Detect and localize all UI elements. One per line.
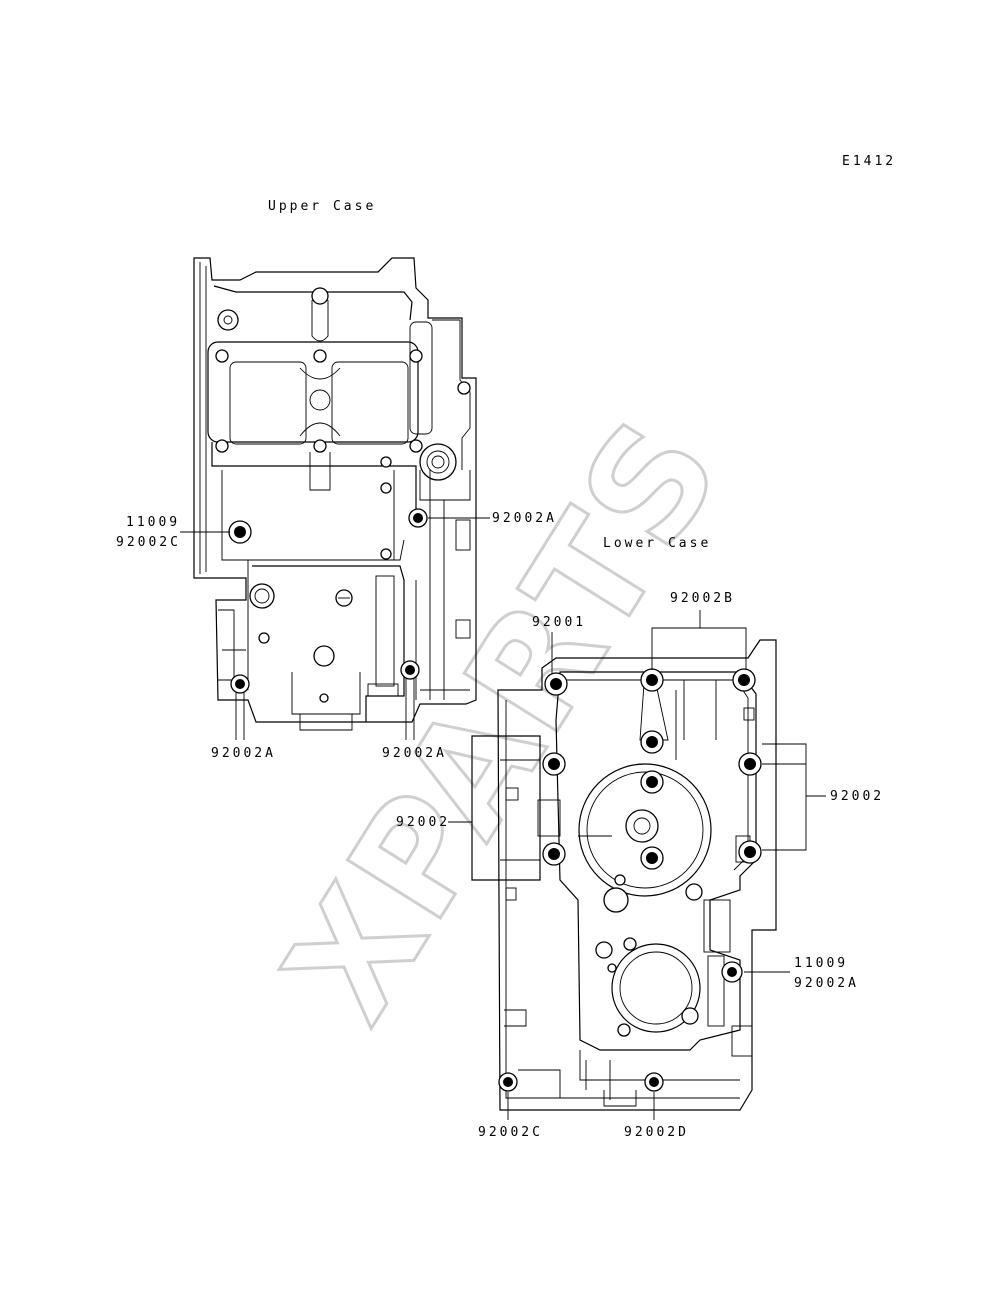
label-92002d: 92002D — [624, 1125, 689, 1140]
lower-case-leaders — [448, 610, 826, 1120]
label-92002-right: 92002 — [830, 789, 884, 804]
label-11009-upper: 11009 — [126, 515, 180, 530]
label-92002c-upper: 92002C — [116, 535, 181, 550]
label-92002c-lower: 92002C — [478, 1125, 543, 1140]
diagram-code: E1412 — [842, 154, 896, 169]
label-92002-left: 92002 — [396, 815, 450, 830]
label-92001: 92001 — [532, 615, 586, 630]
lower-case-drawing — [471, 639, 777, 1111]
upper-case-drawing — [193, 257, 477, 731]
label-92002a-lower: 92002A — [794, 976, 859, 991]
label-92002a-upper-bottom-left: 92002A — [211, 746, 276, 761]
label-92002a-upper-bottom-right: 92002A — [382, 746, 447, 761]
label-11009-lower: 11009 — [794, 956, 848, 971]
label-92002b: 92002B — [670, 591, 735, 606]
upper-case-leaders — [180, 517, 490, 740]
label-92002a-upper-right: 92002A — [492, 511, 557, 526]
lower-case-title: Lower Case — [603, 536, 711, 551]
upper-case-title: Upper Case — [268, 199, 376, 214]
